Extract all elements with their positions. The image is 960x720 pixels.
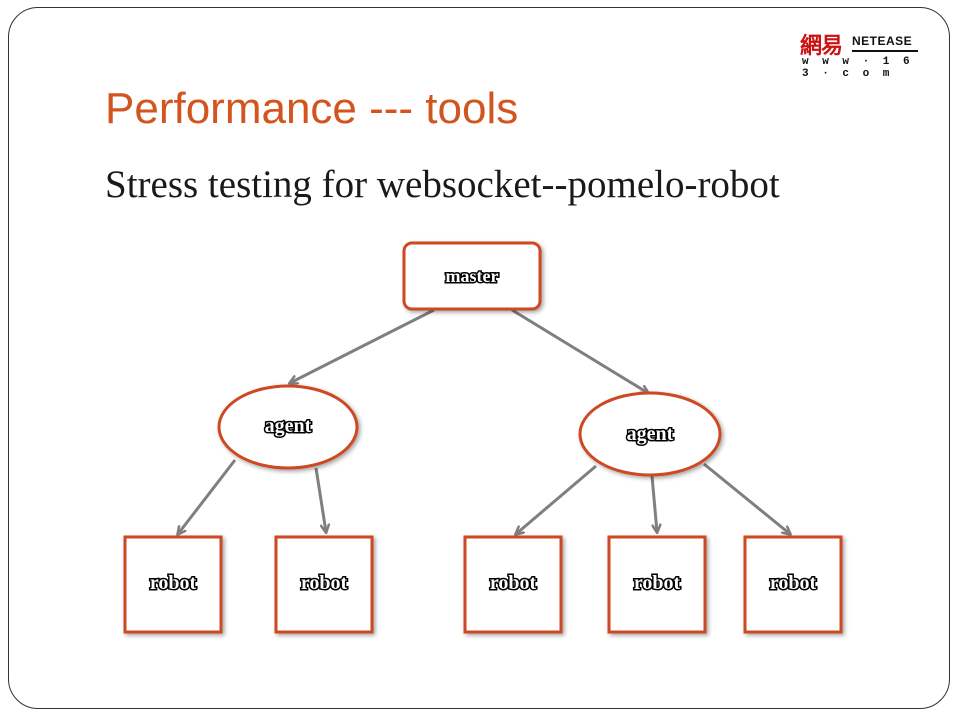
edge-agent-right-robot-3 (516, 464, 597, 534)
master-label: master (446, 266, 499, 286)
edge-agent-right-robot-4 (650, 475, 657, 532)
logo-chinese-text: 網易 (800, 34, 843, 59)
master-node: master (402, 241, 542, 311)
agent-node-right: agent (578, 391, 722, 477)
slide-subtitle: Stress testing for websocket--pomelo-rob… (105, 163, 780, 206)
slide-title: Performance --- tools (105, 84, 519, 133)
robot-node-1: robot (123, 535, 223, 634)
robot-label-4: robot (634, 572, 681, 594)
robot-node-4: robot (607, 535, 707, 634)
agent-node-left: agent (217, 384, 359, 470)
edge-master-agent-left (290, 308, 435, 383)
robot-node-3: robot (463, 535, 563, 634)
agent-label-right: agent (627, 423, 674, 445)
netease-logo: 網易 NETEASE w w w · 1 6 3 · c o m (800, 28, 920, 80)
robot-node-2: robot (274, 535, 374, 634)
robot-node-5: robot (743, 535, 843, 634)
logo-url-text: w w w · 1 6 3 · c o m (802, 56, 914, 80)
robot-label-5: robot (770, 572, 817, 594)
edge-agent-right-robot-5 (703, 462, 790, 534)
robot-label-3: robot (490, 572, 537, 594)
logo-brand-text: NETEASE (852, 34, 913, 48)
edge-master-agent-right (511, 308, 648, 393)
edge-agent-left-robot-1 (178, 459, 237, 534)
edge-agent-left-robot-2 (314, 467, 326, 532)
robot-label-1: robot (150, 572, 197, 594)
robot-label-2: robot (301, 572, 348, 594)
agent-label-left: agent (265, 415, 312, 437)
logo-underline (852, 50, 918, 52)
